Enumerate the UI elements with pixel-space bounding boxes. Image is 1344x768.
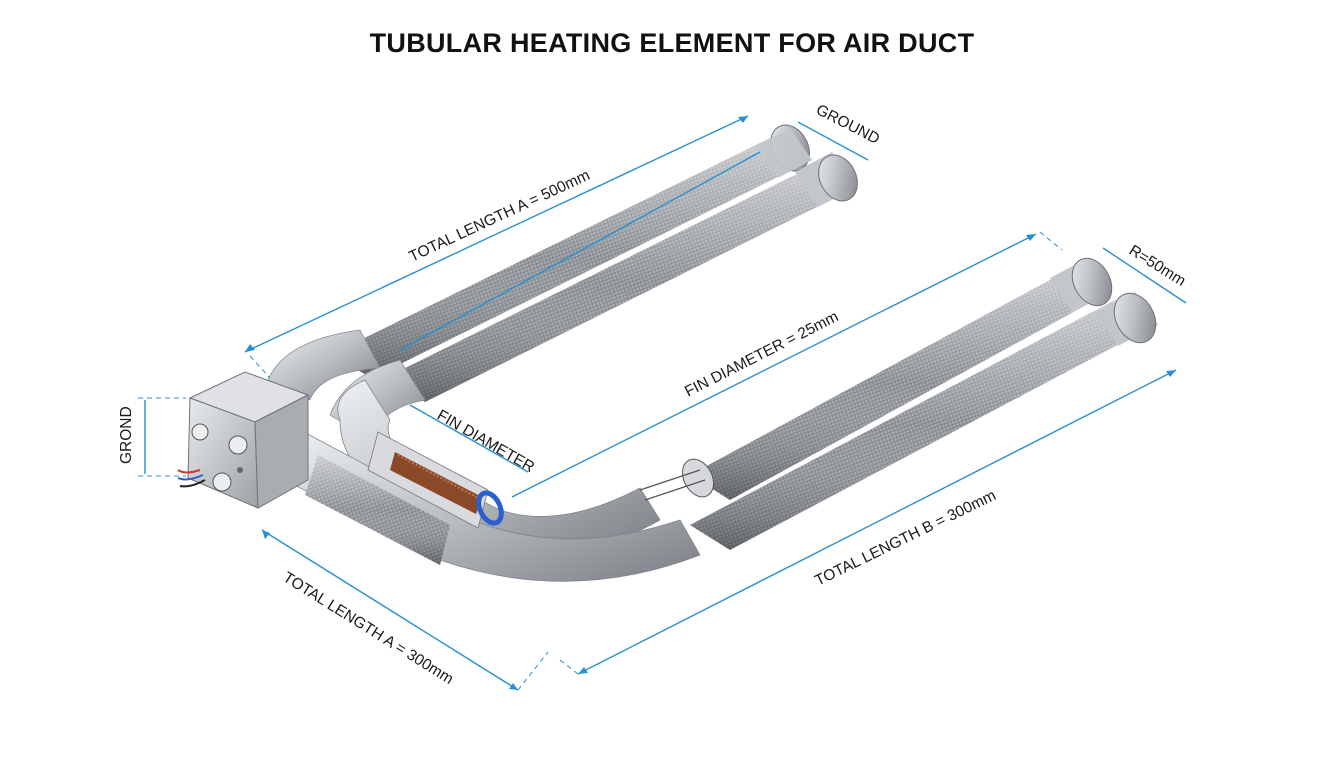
dimension-lines [138, 115, 1187, 691]
label-grond-left: GROND [118, 406, 135, 464]
lower-tube-assembly [284, 257, 1158, 582]
page-title: TUBULAR HEATING ELEMENT FOR AIR DUCT [369, 28, 975, 58]
terminal-box [177, 371, 310, 509]
label-fin-diameter-value: FIN DIAMETER = 25mm [682, 308, 841, 400]
label-ground-top: GROUND [813, 101, 882, 147]
label-r-radius: R=50mm [1126, 242, 1189, 290]
upper-tube-assembly [267, 124, 858, 441]
label-total-length-b: TOTAL LENGTH B = 300mm [812, 487, 998, 590]
cutaway-coil [367, 431, 504, 529]
label-fin-diameter: FIN DIAMETER [434, 407, 537, 476]
label-total-length-a-bottom: TOTAL LENGTH A = 300mm [280, 569, 456, 688]
